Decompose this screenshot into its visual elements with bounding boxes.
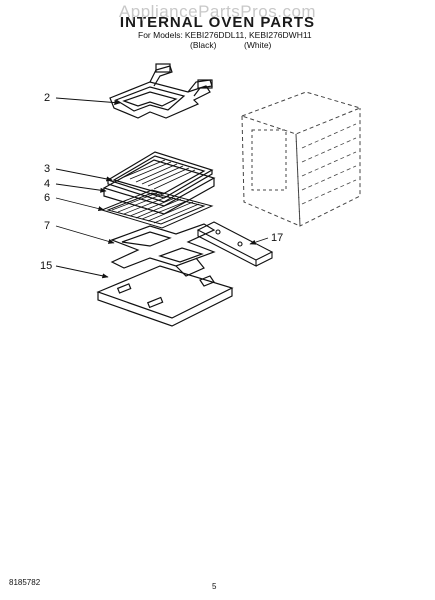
color-black-note: (Black) — [190, 40, 217, 50]
models-label: For Models: — [138, 30, 183, 40]
bracket — [196, 221, 274, 267]
callout-4: 4 — [44, 178, 51, 190]
callout-2: 2 — [44, 92, 51, 104]
callout-15: 15 — [40, 260, 53, 272]
callout-17: 17 — [271, 232, 284, 244]
leader-lines — [55, 97, 269, 279]
callout-6: 6 — [44, 192, 51, 204]
broil-element — [109, 63, 213, 119]
watermark: AppliancePartsPros.com — [118, 2, 317, 21]
color-white-note: (White) — [244, 40, 272, 50]
broiler-pan-grid — [106, 151, 214, 203]
oven-rack — [100, 189, 214, 229]
callout-3: 3 — [44, 163, 51, 175]
bake-element — [110, 223, 216, 277]
document-part-number: 8185782 — [9, 578, 41, 587]
oven-cavity — [240, 91, 362, 227]
page-number: 5 — [212, 582, 217, 591]
bottom-panel — [96, 265, 234, 327]
models-value: KEBI276DDL11, KEBI276DWH11 — [184, 30, 312, 40]
page-title: INTERNAL OVEN PARTS — [119, 14, 316, 31]
callout-7: 7 — [44, 220, 51, 232]
models-line: For Models:KEBI276DDL11, KEBI276DWH11 — [138, 30, 312, 40]
